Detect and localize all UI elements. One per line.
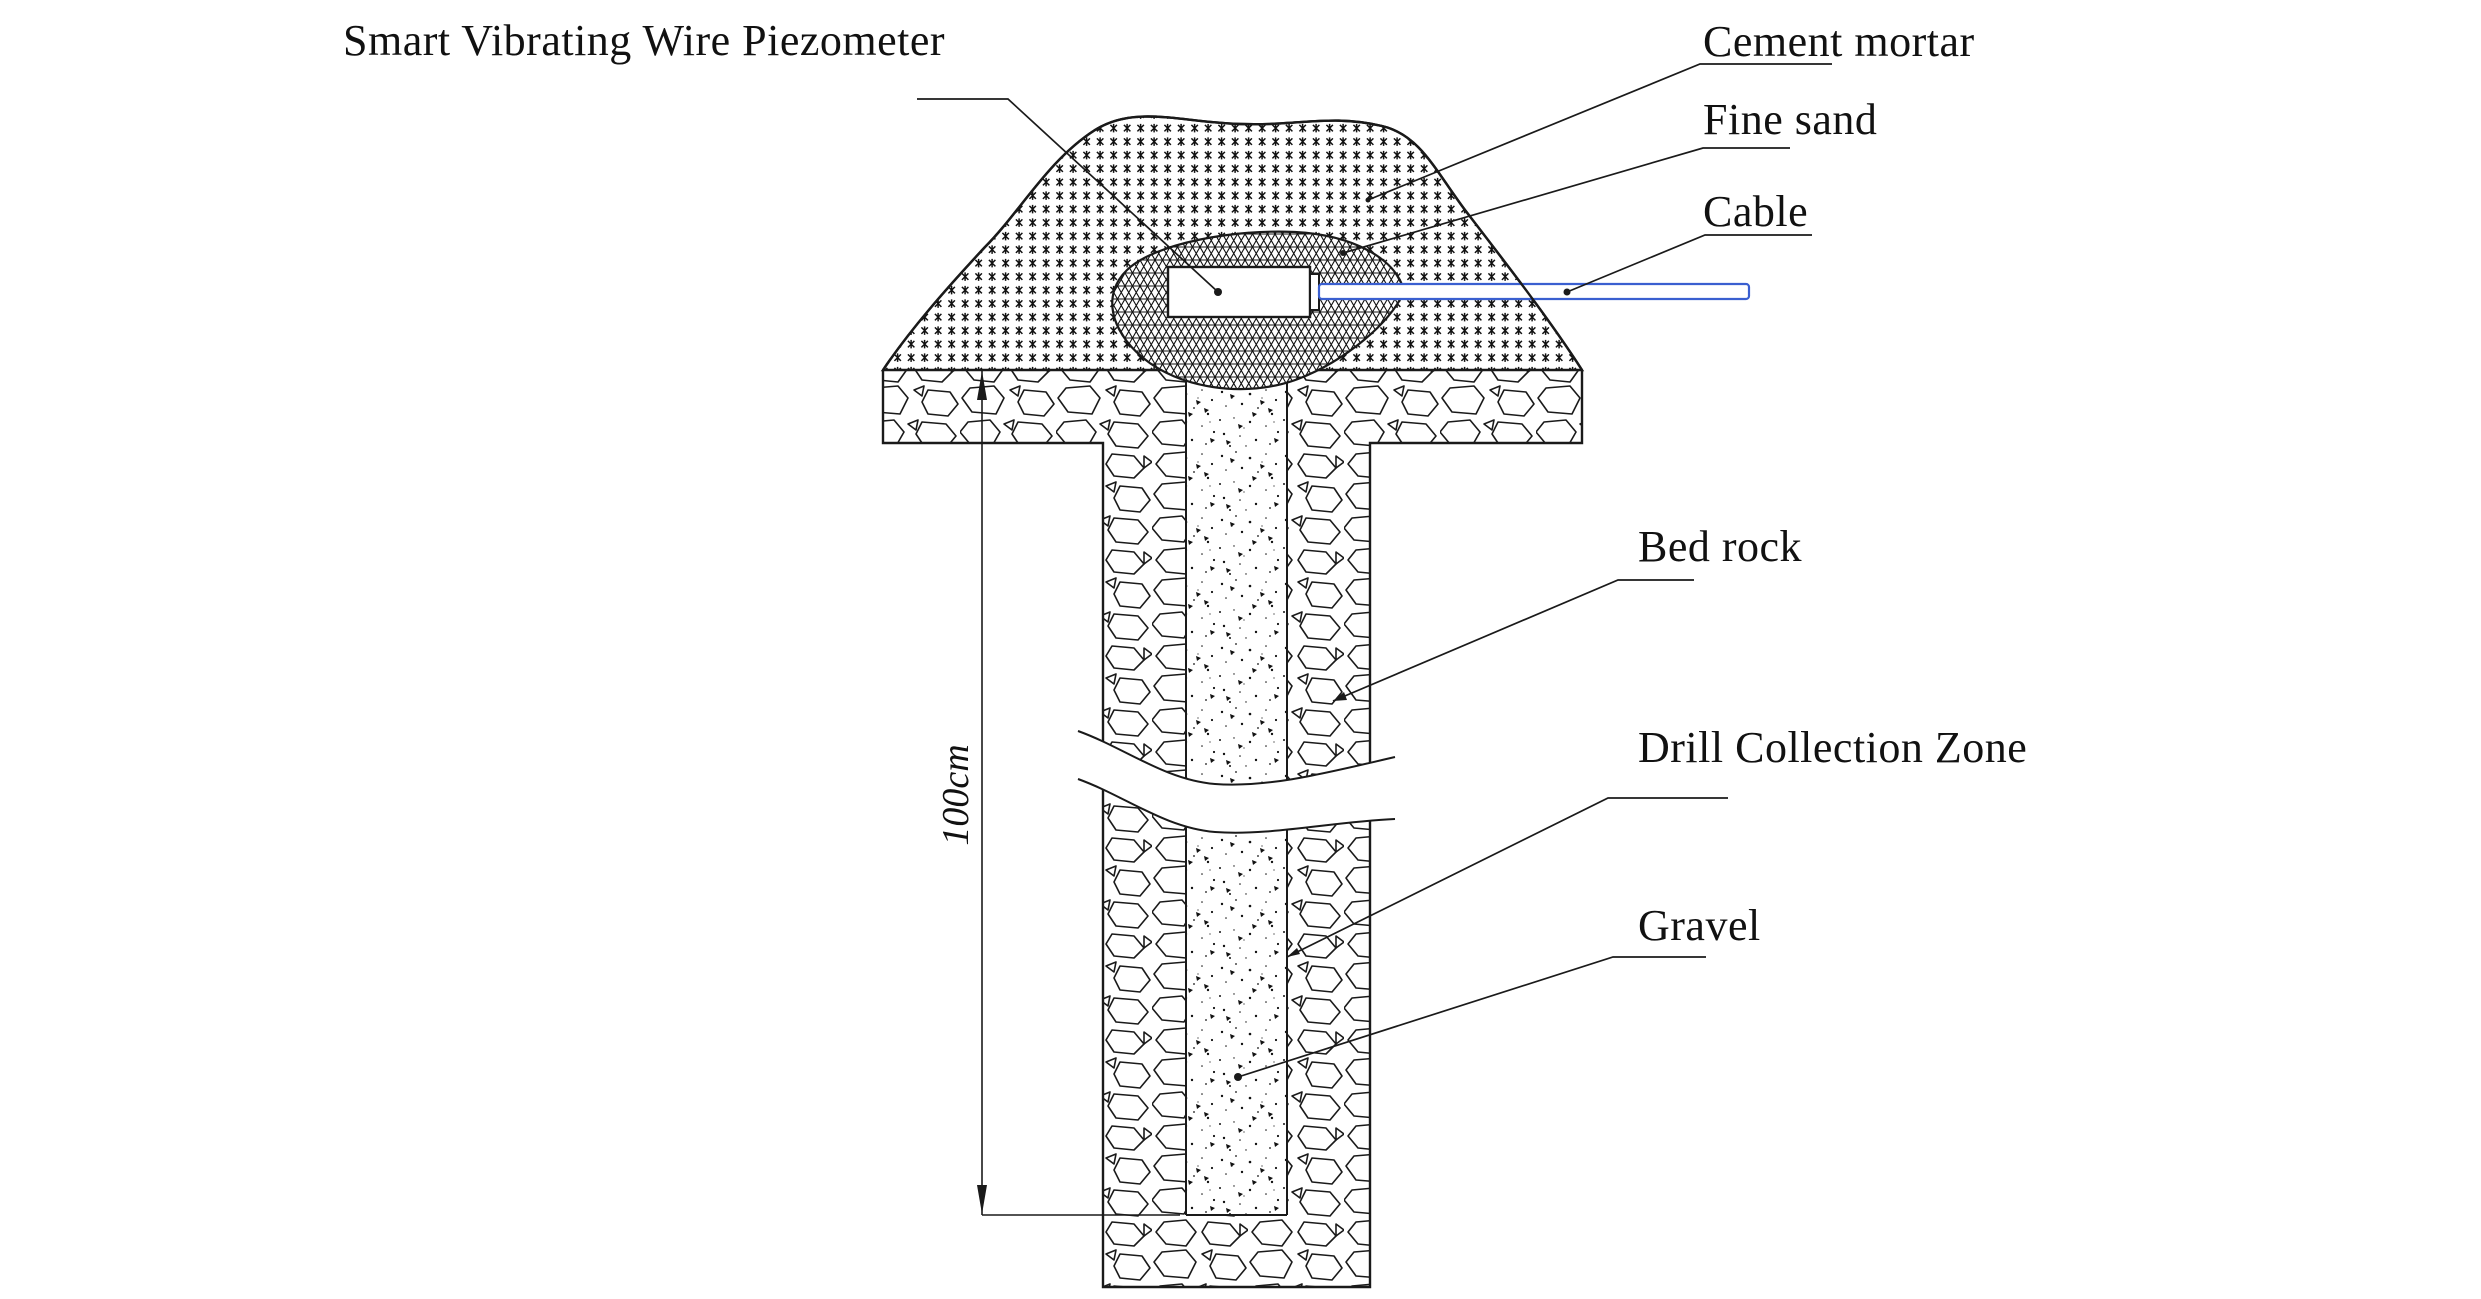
leader-fine-sand-dot bbox=[1340, 250, 1346, 256]
label-cable: Cable bbox=[1703, 187, 1808, 236]
break-band bbox=[1078, 731, 1395, 833]
leader-bed-rock bbox=[1332, 579, 1694, 702]
leader-drill-collection-zone-arrow bbox=[1287, 948, 1300, 957]
leader-lines bbox=[917, 63, 1832, 1081]
break-wave-lower bbox=[1077, 778, 1396, 834]
cable-run bbox=[1317, 282, 1751, 301]
leader-cement-mortar-dot bbox=[1365, 197, 1371, 203]
leader-gravel-dot bbox=[1234, 1073, 1242, 1081]
piezometer-body bbox=[1166, 265, 1320, 319]
label-drill-collection-zone: Drill Collection Zone bbox=[1638, 723, 2027, 772]
bedrock-outline bbox=[881, 370, 1584, 1289]
leader-piezometer-dot bbox=[1214, 288, 1222, 296]
label-gravel: Gravel bbox=[1638, 901, 1761, 950]
signal-cable bbox=[1317, 282, 1751, 301]
labels: Smart Vibrating Wire Piezometer Cement m… bbox=[343, 16, 2027, 950]
leader-cable bbox=[1566, 234, 1812, 293]
leader-gravel bbox=[1237, 956, 1706, 1078]
leader-cable-dot bbox=[1563, 288, 1571, 296]
piezometer-connector bbox=[1309, 273, 1320, 311]
leader-bed-rock-arrow bbox=[1333, 692, 1347, 701]
break-wave-upper bbox=[1077, 730, 1396, 786]
leader-cement-mortar bbox=[1367, 63, 1832, 201]
label-bed-rock: Bed rock bbox=[1638, 522, 1802, 571]
piezometer-housing bbox=[1166, 265, 1312, 319]
break-lines bbox=[1077, 730, 1396, 834]
label-cement-mortar: Cement mortar bbox=[1703, 17, 1975, 66]
dimension-arrow-top bbox=[977, 371, 987, 400]
leader-piezometer bbox=[917, 98, 1219, 293]
leader-fine-sand bbox=[1342, 147, 1790, 254]
label-fine-sand: Fine sand bbox=[1703, 95, 1877, 144]
dimension-100cm: 100cm bbox=[935, 370, 1180, 1216]
label-piezometer: Smart Vibrating Wire Piezometer bbox=[343, 16, 945, 65]
cement-mortar-edge-overlay bbox=[882, 115, 1584, 371]
dimension-arrow-bottom bbox=[977, 1185, 987, 1214]
leader-drill-collection-zone bbox=[1286, 797, 1728, 958]
dimension-text: 100cm bbox=[935, 744, 977, 845]
